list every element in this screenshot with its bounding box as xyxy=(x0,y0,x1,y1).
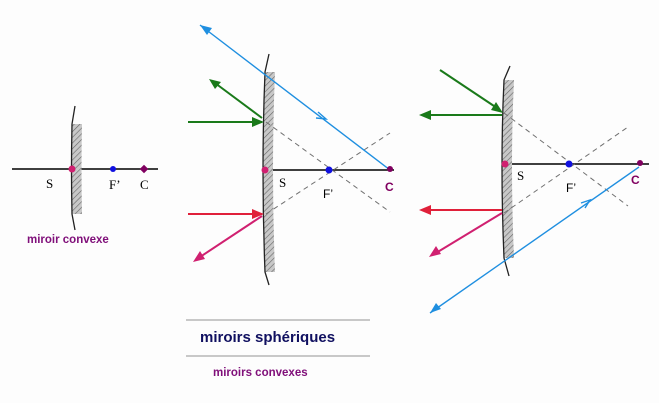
fig3-blue-arrowhead-start xyxy=(430,303,441,313)
fig3-green-incident-ray xyxy=(439,69,501,111)
fig3-mirror-surface xyxy=(501,65,511,277)
fig2-label-c: C xyxy=(385,180,394,194)
fig1-label-s: S xyxy=(46,176,53,191)
fig1-mirror-hatch xyxy=(71,124,82,214)
fig3-red-incident-arrowhead xyxy=(429,246,441,257)
fig1-caption: miroir convexe xyxy=(27,234,109,246)
fig3-green-reflected-arrowhead xyxy=(419,110,431,120)
fig2-vertex-point xyxy=(261,166,269,174)
fig3-center-point xyxy=(637,160,643,166)
title-block: miroirs sphériques miroirs convexes xyxy=(186,319,370,379)
fig1-label-f: F’ xyxy=(109,177,121,192)
fig2-dashed-line-lower xyxy=(265,132,391,215)
fig3-blue-arrowhead-mid xyxy=(580,198,592,209)
fig3-label-c: C xyxy=(631,173,640,187)
fig1-label-c: C xyxy=(140,177,149,192)
fig2-red-incident-arrowhead xyxy=(252,209,264,219)
page-subtitle: miroirs convexes xyxy=(213,367,308,379)
fig2-green-reflected-ray xyxy=(214,82,263,119)
figure-1: S F’ C miroir convexe xyxy=(12,105,158,246)
figure-2: S F’ C xyxy=(188,24,394,286)
fig3-label-f: F’ xyxy=(566,181,576,195)
fig2-blue-arrowhead-start xyxy=(200,25,212,35)
fig3-red-horizontal-arrowhead xyxy=(419,205,431,215)
fig2-label-f: F’ xyxy=(323,187,333,201)
fig3-focus-point xyxy=(565,160,573,168)
fig2-center-point xyxy=(387,166,393,172)
fig3-green-incident-arrowhead xyxy=(491,102,503,113)
fig2-green-reflected-arrowhead xyxy=(209,79,221,89)
fig2-green-incident-arrowhead xyxy=(252,117,264,127)
fig2-red-reflected-ray xyxy=(199,215,263,258)
page-title: miroirs sphériques xyxy=(200,329,335,346)
fig2-red-reflected-arrowhead xyxy=(193,251,205,262)
fig2-blue-ray xyxy=(199,24,391,171)
fig3-dashed-line-lower xyxy=(503,126,629,214)
fig3-vertex-point xyxy=(501,160,509,168)
fig1-center-point xyxy=(139,164,149,174)
fig2-label-s: S xyxy=(279,175,286,190)
fig3-red-incident-ray xyxy=(435,212,503,254)
fig3-blue-ray xyxy=(429,166,640,314)
fig3-label-s: S xyxy=(517,168,524,183)
fig3-mirror-hatch xyxy=(502,80,514,258)
fig2-blue-arrowhead-mid xyxy=(315,111,329,120)
fig2-focus-point xyxy=(325,166,333,174)
fig1-vertex-point xyxy=(68,165,76,173)
fig3-dashed-line-upper xyxy=(503,112,629,207)
fig1-focus-point xyxy=(110,166,116,172)
figure-3: S F’ C xyxy=(419,65,649,314)
